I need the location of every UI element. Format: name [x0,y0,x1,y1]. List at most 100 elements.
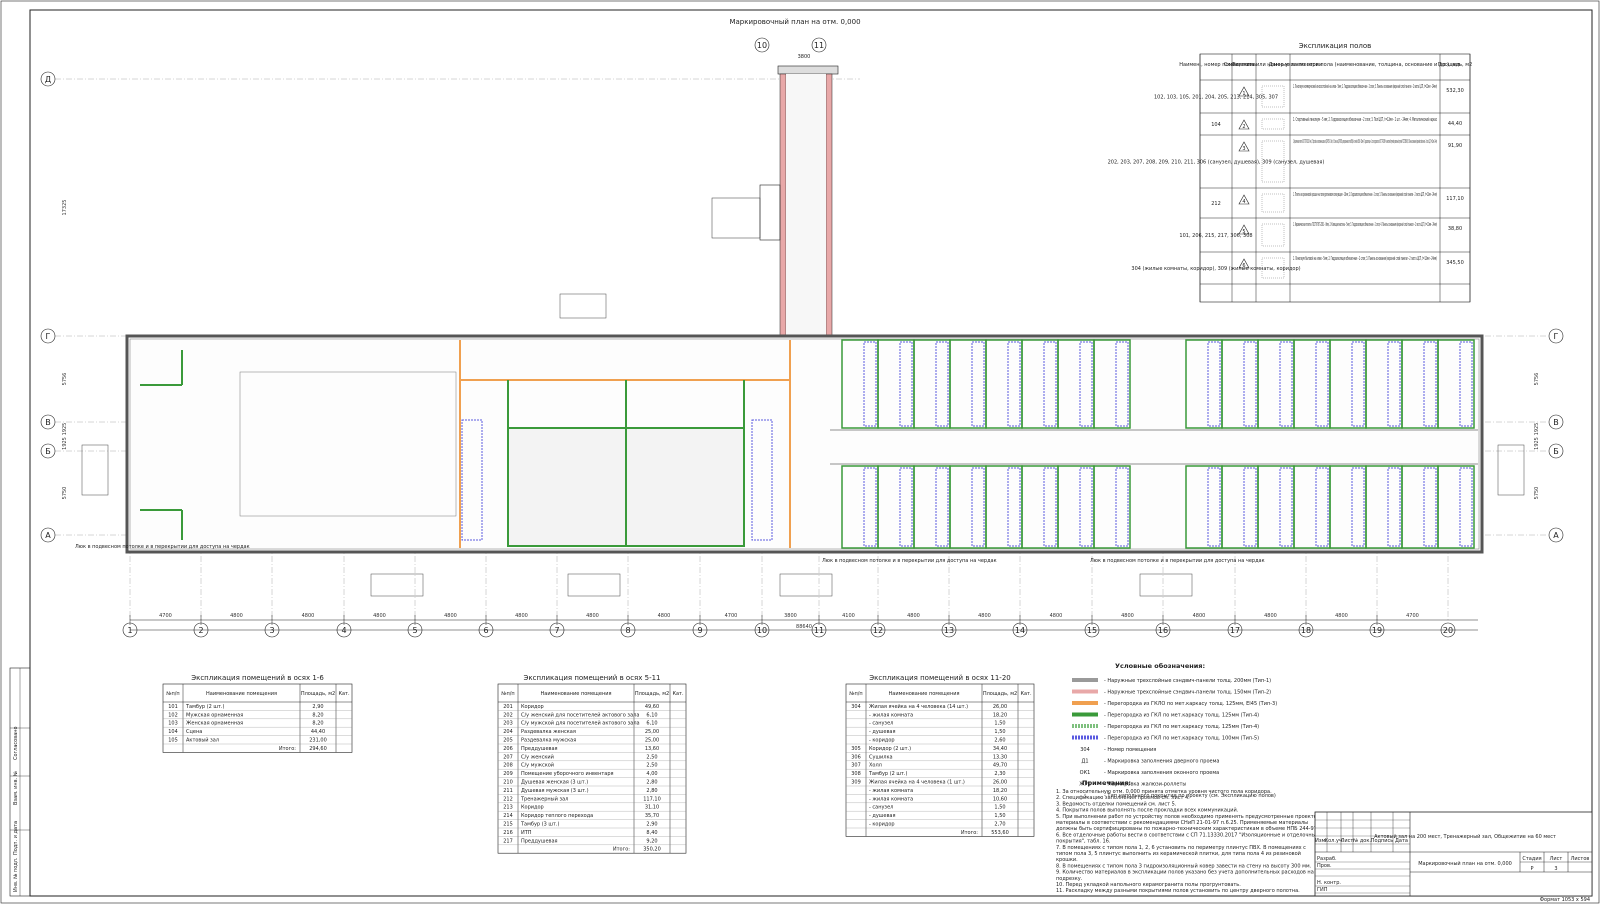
rt2-row-name: С/у мужской для посетителей актового зал… [521,720,640,727]
stamp-sheet: 3 [1554,866,1557,872]
floor-row-rooms: 212 [1211,201,1221,207]
axis-label-18: 18 [1301,626,1311,635]
rt1-total: 294,60 [309,746,327,752]
rt3-row-area: 49,70 [993,763,1007,769]
floor-type-triangle-icon [1238,194,1250,205]
rt3-row-area: 10,60 [993,796,1007,802]
rt2-row-num: 207 [503,754,513,760]
floor-table-header-2: Тип пола [1231,62,1256,68]
rt2-row-area: 13,60 [645,746,659,752]
stamp-sheet-label: Лист [1550,856,1563,862]
rt3-row-area: 18,20 [993,712,1007,718]
rt2-row-name: С/у мужской [521,762,554,769]
rt2-total: 350,20 [643,847,661,853]
assembly-hall [140,350,457,540]
axis-label-left-А: А [45,531,51,540]
rt2-row-name: Коридор [521,704,544,710]
dim-bottom-4: 4800 [373,613,386,619]
side-label-2: Взам. инв. № [13,770,19,805]
dim-left-1: 17325 [62,200,68,216]
top-dim: 3800 [798,54,811,60]
rt2-row-num: 205 [503,738,513,744]
dim-bottom-11: 4100 [842,613,855,619]
rt3-row-name: - душевая [869,813,895,819]
rt3-row-name: - санузел [869,805,893,811]
legend-item-3: - Перегородка из ГКЛО по мет.каркасу тол… [1104,701,1277,707]
stamp-role-5: ГИП [1317,887,1328,893]
axis-label-right-В: В [1553,418,1559,427]
floor-row-data: 1. Линолеум коммерческий износостойкий н… [1293,83,1437,90]
legend-symbol-9: ОК1 [1080,770,1091,776]
axis-label-13: 13 [944,626,954,635]
axis-bubble-right-Г [1548,328,1564,344]
dim-bottom-12: 4800 [907,613,920,619]
stamp-sheets-label: Листов [1571,856,1590,862]
dim-left-2: 5756 [62,373,68,386]
rt2-row-num: 211 [503,788,513,794]
rt2-row-num: 214 [503,813,513,819]
dim-left-5: 5750 [62,487,68,500]
axis-label-16: 16 [1158,626,1168,635]
floor-type-triangle-icon [1238,119,1250,130]
rt1-title: Экспликация помещений в осях 1-6 [191,674,324,682]
axis-label-4: 4 [341,626,346,635]
floor-scheme [1261,223,1285,247]
rt2-row-area: 9,20 [646,838,657,844]
rt2-row-name: Помещение уборочного инвентаря [521,771,614,777]
dim-bottom-3: 4800 [302,613,315,619]
legend-item-9: - Маркировка заполнения оконного проема [1104,770,1219,776]
floor-row-data: 1. Линолеум бытовой на клею - 5мм; 2. Ги… [1293,255,1437,262]
rt1-row-num: 102 [168,712,178,718]
axis-label-7: 7 [554,626,559,635]
note-line-7: должны быть сертифицированы по пожарно-т… [1056,826,1319,832]
floor-type-triangle-icon [1238,86,1250,97]
legend-item-11: - Тип напольного покрытия по проекту (см… [1104,793,1276,799]
rt2-row-area: 8,40 [646,830,657,836]
floor-row-type: 4 [1242,199,1245,205]
rt1-row-name: Тамбур (2 шт.) [185,704,224,710]
rt3-row-name: - душевая [869,729,895,735]
rt1-row-num: 104 [168,729,178,735]
floor-table-header-4: Данные элементов пола (наименование, тол… [1269,62,1462,68]
rt2-row-name: Раздевалка мужская [521,738,576,744]
axis-label-20: 20 [1443,626,1453,635]
floor-row-type: 5 [1242,229,1245,235]
stamp-col-2: Кол.уч. [1325,838,1344,844]
floor-row-type: 6 [1242,263,1245,269]
axis-bubble-Д [40,71,56,87]
notes: Примечания: 1. За относительную отм. 0,0… [1056,779,1321,894]
rt2-row-name: Преддушевая [521,746,558,752]
legend-symbol-11: △ [1083,793,1087,799]
floor-row-rooms: 101, 206, 215, 217, 306, 308 [1179,233,1252,239]
hatch-note-3: Люк в подвесном потолке и в перекрытии д… [1090,558,1265,564]
floor-row-rooms: 104 [1211,122,1221,128]
legend-item-2: - Наружные трехслойные сэндвич-панели то… [1104,689,1271,696]
axis-bubble-top-11 [811,37,827,53]
rt2-row-num: 204 [503,729,513,735]
rt1-row-area: 2,90 [312,704,323,710]
axis-label-left-В: В [45,418,51,427]
dim-bottom-10: 3800 [784,613,797,619]
rt3-row-name: - санузел [869,721,893,727]
axis-label-3: 3 [269,626,274,635]
axis-label-15: 15 [1087,626,1097,635]
axis-label-top-10: 10 [757,41,767,50]
rt3-row-name: - коридор [869,822,895,828]
rt2-row-area: 2,80 [646,780,657,786]
stamp-sheet-title: Маркировочный план на отм. 0,000 [1418,860,1512,867]
rt2-row-name: Душевая женская (3 шт.) [521,780,588,786]
floor-row-data: 1. Плитка из резиновой крошки на полиуре… [1293,191,1437,198]
rt3-row-name: - жилая комната [869,788,913,794]
rt2-row-num: 203 [503,721,513,727]
dim-right-4: 5750 [1534,487,1540,500]
rt3-row-area: 2,60 [994,738,1005,744]
dim-left-4: 1925 [62,437,68,450]
floor-scheme [1261,257,1285,279]
axis-label-right-А: А [1553,531,1559,540]
dim-bottom-7: 4800 [586,613,599,619]
axis-label-top-11: 11 [814,41,824,50]
rt2-header-3: Площадь, м2 [635,691,669,697]
